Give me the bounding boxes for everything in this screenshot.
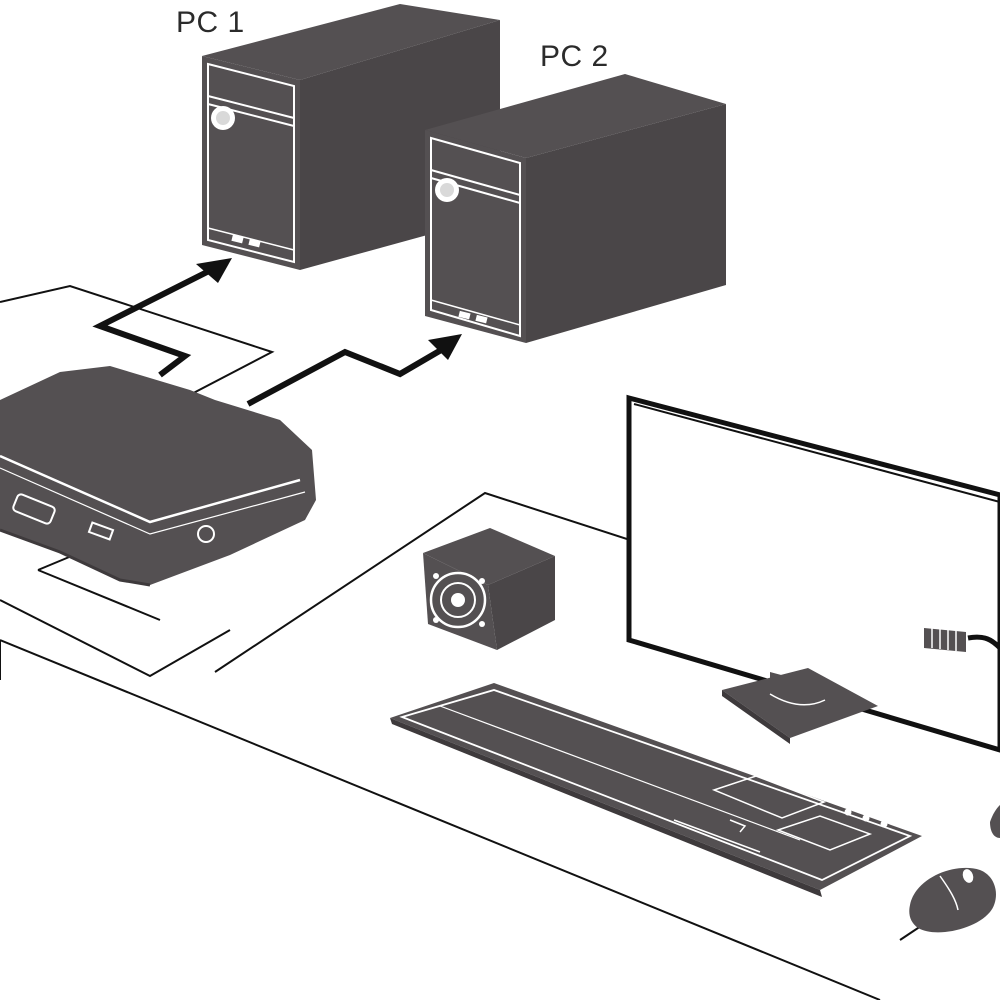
kvm-button-icon: [197, 525, 215, 543]
keyboard-led-icon: [880, 820, 888, 828]
pc2-tower: [425, 74, 726, 343]
pc2-label: PC 2: [540, 40, 609, 73]
speaker-cone-icon: [429, 571, 487, 629]
cable-to-pc1: [92, 265, 217, 378]
audio-plug: [924, 628, 1000, 652]
keyboard: [390, 683, 922, 897]
keyboard-led-icon: [844, 808, 852, 816]
mouse-scroll-wheel-icon: [962, 869, 974, 883]
pc1-label: PC 1: [176, 6, 245, 39]
speaker: [423, 528, 555, 650]
mouse: [909, 805, 1000, 933]
monitor: [626, 394, 1000, 753]
keyboard-led-icon: [862, 814, 870, 822]
arrow-to-pc1-icon: [196, 258, 232, 283]
arrow-to-pc2-icon: [428, 334, 462, 360]
cable-to-pc2: [246, 343, 450, 407]
kvm-switch: [0, 366, 316, 587]
